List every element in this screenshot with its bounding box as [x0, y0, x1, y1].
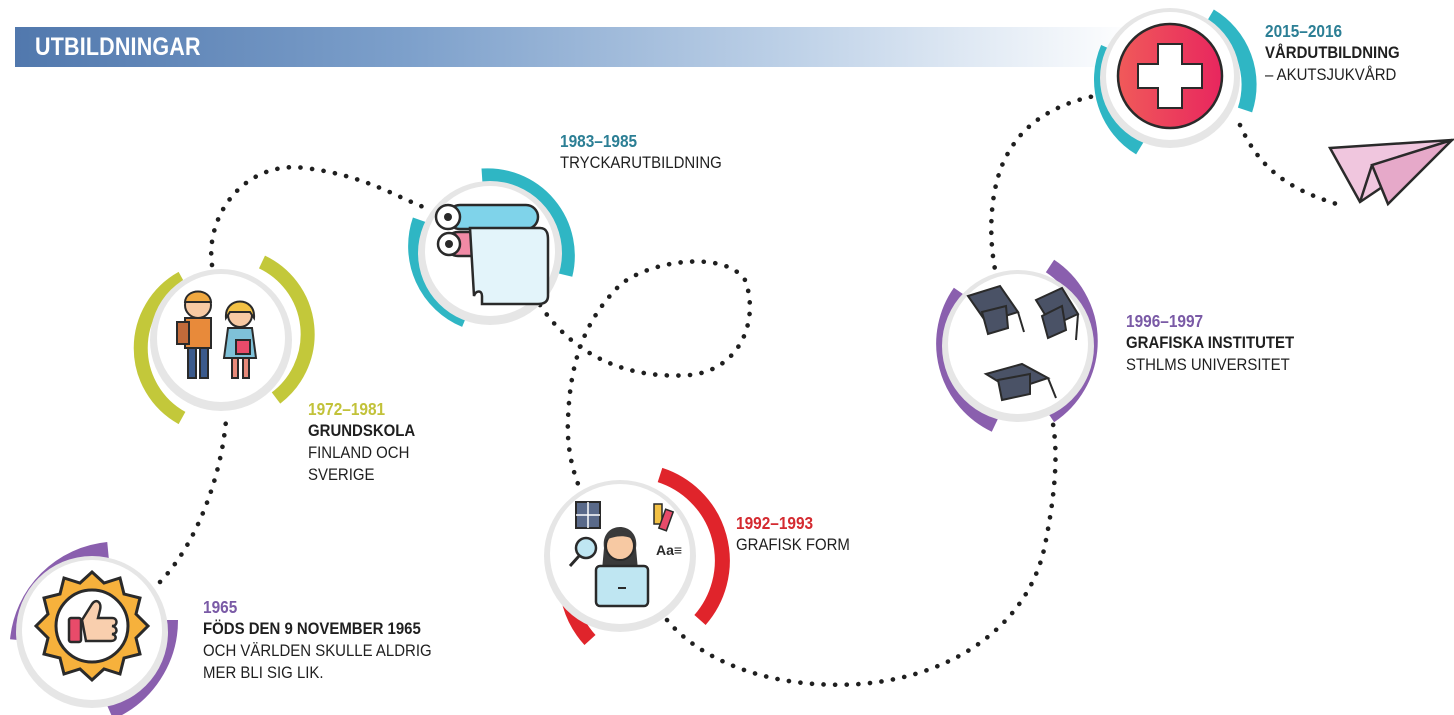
- milestone-line: SVERIGE: [308, 465, 375, 484]
- page-title: UTBILDNINGAR: [35, 33, 201, 61]
- milestone-year: 1983–1985: [560, 131, 638, 151]
- milestone-line: TRYCKARUTBILDNING: [560, 153, 722, 172]
- milestone-year: 1996–1997: [1126, 311, 1204, 331]
- milestone-line: FINLAND OCH: [308, 443, 410, 462]
- milestone-2015-icon: [1094, 8, 1257, 155]
- milestone-1983-label: 1983–1985 TRYCKARUTBILDNING: [560, 130, 722, 174]
- milestone-1992-icon: Aa≡: [544, 467, 730, 646]
- milestone-1972-label: 1972–1981 GRUNDSKOLA FINLAND OCH SVERIGE: [308, 398, 415, 486]
- milestone-1965-label: 1965 FÖDS DEN 9 NOVEMBER 1965 OCH VÄRLDE…: [203, 596, 432, 684]
- milestone-2015-label: 2015–2016 VÅRDUTBILDNING – AKUTSJUKVÅRD: [1265, 20, 1400, 86]
- milestone-1965-icon: [10, 542, 179, 715]
- svg-text:Aa≡: Aa≡: [656, 542, 682, 558]
- milestone-year: 1992–1993: [736, 513, 814, 533]
- milestone-year: 1972–1981: [308, 399, 386, 419]
- milestone-title: VÅRDUTBILDNING: [1265, 43, 1400, 62]
- milestone-year: 1965: [203, 597, 238, 617]
- milestone-line: MER BLI SIG LIK.: [203, 663, 324, 682]
- milestone-1972-icon: [133, 255, 315, 425]
- milestone-1983-icon: [408, 168, 575, 327]
- milestone-line: GRAFISK FORM: [736, 535, 850, 554]
- milestone-line: OCH VÄRLDEN SKULLE ALDRIG: [203, 641, 432, 660]
- milestone-title: GRUNDSKOLA: [308, 421, 416, 440]
- milestone-line: STHLMS UNIVERSITET: [1126, 355, 1290, 374]
- milestone-1996-icon: [936, 259, 1098, 432]
- timeline-path: [157, 92, 1343, 688]
- milestone-1996-label: 1996–1997 GRAFISKA INSTITUTET STHLMS UNI…: [1126, 310, 1294, 376]
- header-bar: [15, 27, 1135, 67]
- milestone-title: FÖDS DEN 9 NOVEMBER 1965: [203, 619, 421, 638]
- milestone-year: 2015–2016: [1265, 21, 1343, 41]
- milestone-line: – AKUTSJUKVÅRD: [1265, 65, 1397, 84]
- milestone-title: GRAFISKA INSTITUTET: [1126, 333, 1295, 352]
- paper-plane-icon: [1327, 138, 1454, 207]
- milestone-1992-label: 1992–1993 GRAFISK FORM: [736, 512, 850, 556]
